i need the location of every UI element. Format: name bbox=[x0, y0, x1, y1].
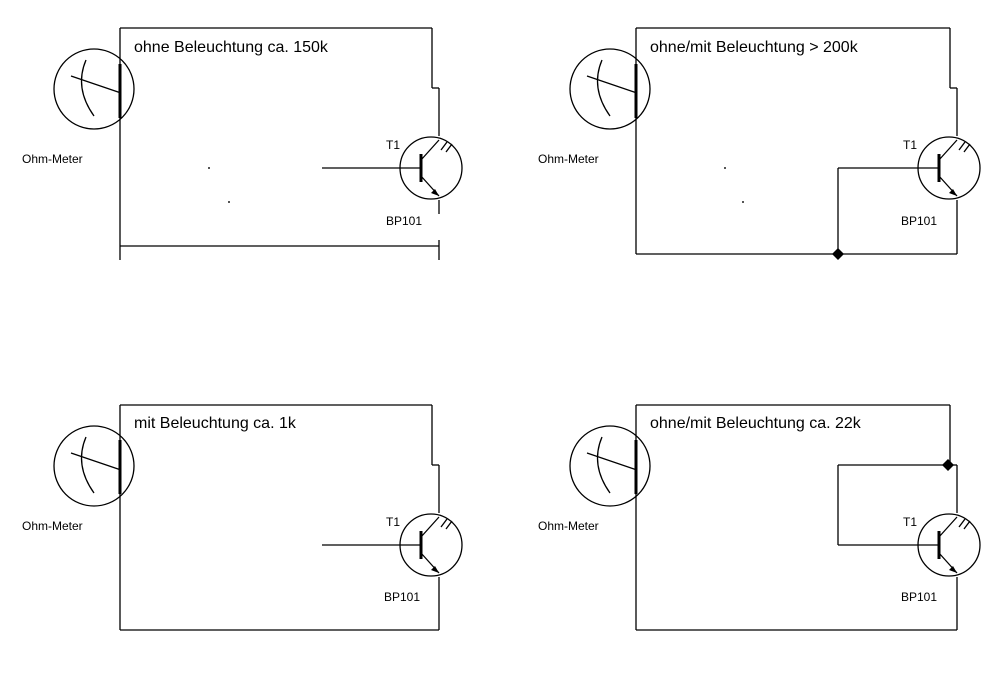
panel-1: Ohm-Meter T1 BP101 ohne Beleuchtung ca. … bbox=[22, 27, 463, 260]
panel-caption: ohne/mit Beleuchtung ca. 22k bbox=[650, 415, 862, 432]
transistor-name: T1 bbox=[903, 515, 917, 529]
ohm-meter-symbol bbox=[53, 425, 135, 507]
transistor-name: T1 bbox=[386, 515, 400, 529]
ohm-meter-symbol bbox=[53, 48, 135, 130]
junction-dot bbox=[942, 459, 954, 471]
ohm-meter-symbol bbox=[569, 425, 651, 507]
ohm-meter-label: Ohm-Meter bbox=[22, 152, 83, 166]
phototransistor-t1 bbox=[917, 136, 981, 200]
circuit-wires bbox=[119, 404, 440, 631]
stray-dot bbox=[742, 201, 744, 203]
ohm-meter-label: Ohm-Meter bbox=[538, 519, 599, 533]
panel-caption: mit Beleuchtung ca. 1k bbox=[134, 415, 297, 432]
phototransistor-t1 bbox=[917, 513, 981, 577]
stray-dot bbox=[228, 201, 230, 203]
stray-dot bbox=[208, 167, 210, 169]
ohm-meter-label: Ohm-Meter bbox=[538, 152, 599, 166]
transistor-name: T1 bbox=[903, 138, 917, 152]
transistor-type: BP101 bbox=[384, 590, 420, 604]
panel-3: Ohm-Meter T1 BP101 mit Beleuchtung ca. 1… bbox=[22, 404, 463, 631]
transistor-name: T1 bbox=[386, 138, 400, 152]
circuit-wires bbox=[119, 27, 440, 260]
phototransistor-t1 bbox=[399, 136, 463, 200]
ohm-meter-symbol bbox=[569, 48, 651, 130]
circuit-wires bbox=[635, 27, 958, 255]
panel-caption: ohne Beleuchtung ca. 150k bbox=[134, 39, 329, 56]
panel-2: Ohm-Meter T1 BP101 ohne/mit Beleuchtung … bbox=[538, 27, 981, 260]
junction-dot bbox=[832, 248, 844, 260]
transistor-type: BP101 bbox=[386, 214, 422, 228]
transistor-type: BP101 bbox=[901, 214, 937, 228]
circuit-wires bbox=[635, 404, 958, 631]
panel-4: Ohm-Meter T1 BP101 ohne/mit Beleuchtu bbox=[538, 404, 981, 631]
panel-caption: ohne/mit Beleuchtung > 200k bbox=[650, 39, 859, 56]
phototransistor-t1 bbox=[399, 513, 463, 577]
transistor-type: BP101 bbox=[901, 590, 937, 604]
ohm-meter-label: Ohm-Meter bbox=[22, 519, 83, 533]
stray-dot bbox=[724, 167, 726, 169]
